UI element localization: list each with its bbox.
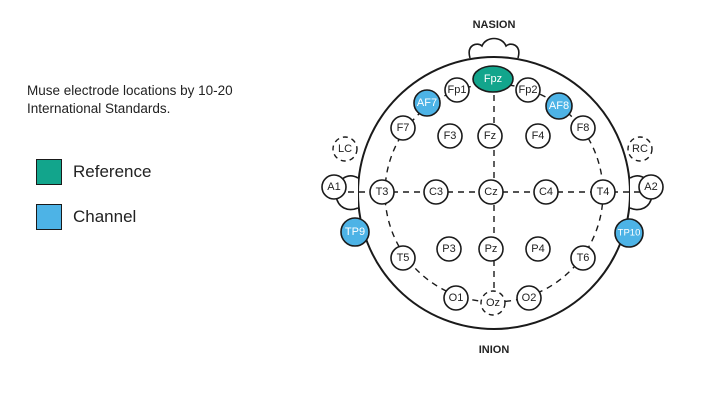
electrode-lc-label: LC bbox=[338, 143, 352, 155]
electrode-fz-label: Fz bbox=[484, 130, 496, 142]
electrode-tp9-marker bbox=[340, 217, 370, 247]
electrode-o1-label: O1 bbox=[449, 292, 464, 304]
electrode-p4-label: P4 bbox=[531, 243, 544, 255]
electrode-fpz-marker bbox=[472, 65, 514, 93]
electrode-f8-marker bbox=[570, 115, 596, 141]
electrode-f3-label: F3 bbox=[444, 130, 457, 142]
electrode-af7-marker bbox=[413, 89, 441, 117]
electrode-f4-marker bbox=[525, 123, 551, 149]
electrode-fp2-marker bbox=[515, 77, 541, 103]
electrode-f7-label: F7 bbox=[397, 122, 410, 134]
electrode-rc-label: RC bbox=[632, 143, 648, 155]
electrode-o2-marker bbox=[516, 285, 542, 311]
electrode-f7-marker bbox=[390, 115, 416, 141]
electrode-oz-label: Oz bbox=[486, 297, 500, 309]
electrode-t6-marker bbox=[570, 245, 596, 271]
electrode-f3-marker bbox=[437, 123, 463, 149]
electrode-t4-marker bbox=[590, 179, 616, 205]
legend-label-reference: Reference bbox=[73, 162, 152, 181]
electrode-c4-label: C4 bbox=[539, 186, 553, 198]
electrode-a2-marker bbox=[638, 174, 664, 200]
electrode-p4-marker bbox=[525, 236, 551, 262]
electrode-o2-label: O2 bbox=[522, 292, 537, 304]
electrode-o1-marker bbox=[443, 285, 469, 311]
nasion-label: NASION bbox=[473, 19, 516, 31]
diagram-description: Muse electrode locations by 10-20 Intern… bbox=[27, 83, 233, 116]
electrode-tp10-marker bbox=[614, 218, 644, 248]
electrode-c3-marker bbox=[423, 179, 449, 205]
electrode-af7-label: AF7 bbox=[417, 97, 437, 109]
channel-swatch bbox=[36, 204, 62, 230]
electrode-fpz-label: Fpz bbox=[484, 73, 502, 85]
nose-outline bbox=[468, 37, 520, 59]
inion-label: INION bbox=[479, 344, 510, 356]
electrode-c3-label: C3 bbox=[429, 186, 443, 198]
electrode-oz-marker bbox=[480, 290, 506, 316]
electrode-a2-label: A2 bbox=[644, 181, 657, 193]
electrode-af8-label: AF8 bbox=[549, 100, 569, 112]
electrode-lc-marker bbox=[332, 136, 358, 162]
electrode-pz-label: Pz bbox=[485, 243, 498, 255]
legend-item-channel: Channel bbox=[36, 202, 136, 232]
electrode-c4-marker bbox=[533, 179, 559, 205]
electrode-cz-label: Cz bbox=[484, 186, 497, 198]
electrode-cz-marker bbox=[478, 179, 504, 205]
electrode-rc-marker bbox=[627, 136, 653, 162]
electrode-af8-marker bbox=[545, 92, 573, 120]
legend-label-channel: Channel bbox=[73, 207, 137, 226]
electrode-t5-marker bbox=[390, 245, 416, 271]
electrode-t5-label: T5 bbox=[397, 252, 410, 264]
electrode-t3-marker bbox=[369, 179, 395, 205]
legend-item-reference: Reference bbox=[36, 157, 151, 187]
electrode-t3-label: T3 bbox=[376, 186, 389, 198]
electrode-a1-marker bbox=[321, 174, 347, 200]
electrode-a1-label: A1 bbox=[327, 181, 340, 193]
electrode-pz-marker bbox=[478, 236, 504, 262]
electrode-fp2-label: Fp2 bbox=[519, 84, 538, 96]
electrode-t6-label: T6 bbox=[577, 252, 590, 264]
electrode-f4-label: F4 bbox=[532, 130, 545, 142]
electrode-p3-label: P3 bbox=[442, 243, 455, 255]
electrode-tp9-label: TP9 bbox=[345, 226, 365, 238]
electrode-fp1-label: Fp1 bbox=[448, 84, 467, 96]
electrode-t4-label: T4 bbox=[597, 186, 610, 198]
electrode-fp1-marker bbox=[444, 77, 470, 103]
electrode-fz-marker bbox=[477, 123, 503, 149]
electrode-tp10-label: TP10 bbox=[618, 228, 641, 239]
reference-swatch bbox=[36, 159, 62, 185]
electrode-f8-label: F8 bbox=[577, 122, 590, 134]
electrode-p3-marker bbox=[436, 236, 462, 262]
